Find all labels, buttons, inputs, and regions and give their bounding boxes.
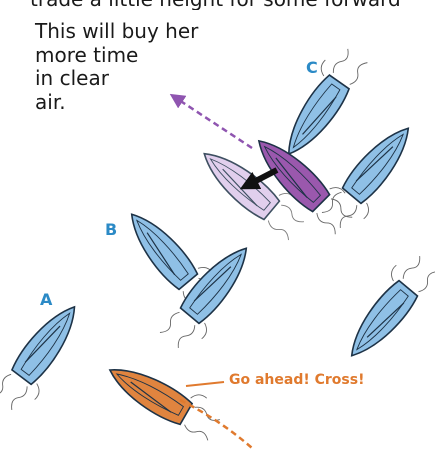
boom-line — [302, 96, 337, 135]
sailboat-icon — [179, 247, 248, 325]
boat-c — [287, 48, 368, 156]
boom-line — [355, 146, 394, 182]
boat-purple — [257, 139, 353, 235]
orange-course-line — [179, 398, 253, 449]
deck-line — [115, 373, 184, 416]
boat-label-c: C — [306, 58, 318, 77]
boat-right-upper — [321, 127, 410, 228]
sailboat-icon — [350, 279, 419, 357]
deck-line — [351, 133, 405, 195]
callout-text: Go ahead! Cross! — [229, 372, 365, 388]
wind-wake-icon — [159, 311, 207, 348]
sailboat-icon — [130, 213, 199, 291]
boom-line — [366, 302, 405, 338]
deck-line — [209, 157, 271, 211]
boom-line — [193, 266, 232, 302]
boat-center — [159, 247, 248, 348]
deck-line — [135, 219, 189, 281]
deck-line — [355, 289, 409, 351]
sailboat-icon — [341, 127, 410, 205]
boom-line — [24, 325, 61, 363]
callout-leader — [185, 381, 225, 387]
boat-label-a: A — [40, 290, 53, 309]
caption-line-4: air. — [35, 89, 66, 114]
deck-line — [263, 145, 322, 204]
caption-line-2: more time — [35, 42, 139, 67]
caption-left: This will buy her more time in clear air… — [35, 19, 199, 114]
boom-line — [146, 232, 176, 276]
caption-top-line: trade a little height for some forward — [30, 0, 435, 10]
sailboat-icon — [287, 74, 351, 156]
deck-line — [20, 312, 71, 376]
shift-arrow — [239, 167, 279, 190]
deck-line — [189, 253, 243, 315]
wind-wake-icon — [391, 256, 435, 293]
sailboat-icon — [10, 305, 76, 386]
deck-line — [292, 83, 341, 149]
wind-wake-icon — [316, 187, 353, 235]
wind-wake-icon — [320, 48, 368, 85]
boat-a — [0, 305, 76, 410]
boat-label-b: B — [105, 220, 118, 239]
caption-line-1: This will buy her — [35, 19, 199, 43]
purple-course-arrow — [169, 93, 253, 150]
boom-line — [275, 157, 308, 198]
boat-orange — [108, 369, 220, 441]
caption-line-3: in clear — [35, 66, 109, 90]
wind-wake-icon — [321, 191, 369, 228]
boom-line — [130, 381, 172, 413]
boat-right-lower — [350, 256, 435, 357]
sailboat-icon — [108, 369, 194, 426]
wind-wake-icon — [0, 373, 40, 410]
